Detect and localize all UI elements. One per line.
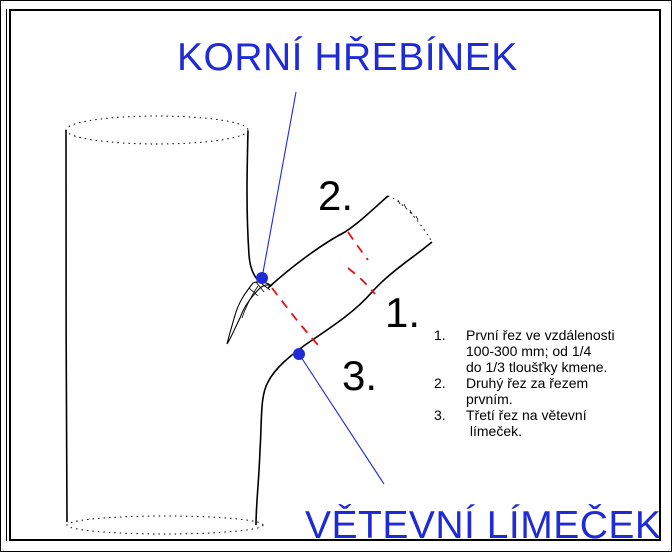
frame-line	[6, 9, 7, 541]
note-number: 3.	[434, 407, 446, 423]
inner-frame	[9, 9, 661, 541]
cut-number-1: 1.	[385, 289, 421, 336]
note-item: 3. Třetí řez na větevní límeček.	[434, 407, 669, 439]
cut-number-3: 3.	[342, 352, 378, 399]
cut-line-1	[347, 267, 376, 295]
label-bark-ridge: KORNÍ HŘEBÍNEK	[177, 36, 518, 79]
note-item: 1. První řez ve vzdálenosti 100-300 mm; …	[434, 327, 669, 375]
bark-ridge-texture	[226, 281, 273, 345]
note-line: do 1/3 tloušťky kmene.	[466, 359, 608, 375]
note-line: 100-300 mm; od 1/4	[466, 343, 592, 359]
note-item: 2. Druhý řez za řezem prvním.	[434, 375, 669, 407]
note-line: prvním.	[466, 391, 513, 407]
branch-end-outline	[387, 195, 433, 243]
trunk-top-outline	[65, 115, 249, 145]
cut-line-2	[347, 231, 369, 261]
branch-collar-marker	[293, 348, 305, 360]
note-line: límeček.	[466, 423, 523, 439]
branch-lower-edge	[255, 241, 433, 526]
note-line: První řez ve vzdálenosti	[466, 327, 615, 343]
note-number: 2.	[434, 375, 446, 391]
cut-number-2: 2.	[318, 172, 354, 219]
pointer-line-top	[261, 91, 297, 279]
branch-upper-edge	[267, 195, 389, 289]
note-number: 1.	[434, 327, 446, 343]
trunk-bottom-outline	[66, 515, 264, 535]
cut-line-3	[271, 287, 319, 346]
note-line: Třetí řez na větevní	[466, 407, 587, 423]
note-line: Druhý řez za řezem	[466, 375, 589, 391]
pointer-line-bottom	[298, 353, 385, 485]
bark-ridge-marker	[256, 272, 268, 284]
trunk-right-edge-upper	[246, 130, 259, 281]
trunk-left-edge	[65, 129, 68, 523]
label-branch-collar: VĚTEVNÍ LÍMEČEK	[305, 504, 662, 547]
cut-instructions-list: 1. První řez ve vzdálenosti 100-300 mm; …	[434, 327, 669, 439]
